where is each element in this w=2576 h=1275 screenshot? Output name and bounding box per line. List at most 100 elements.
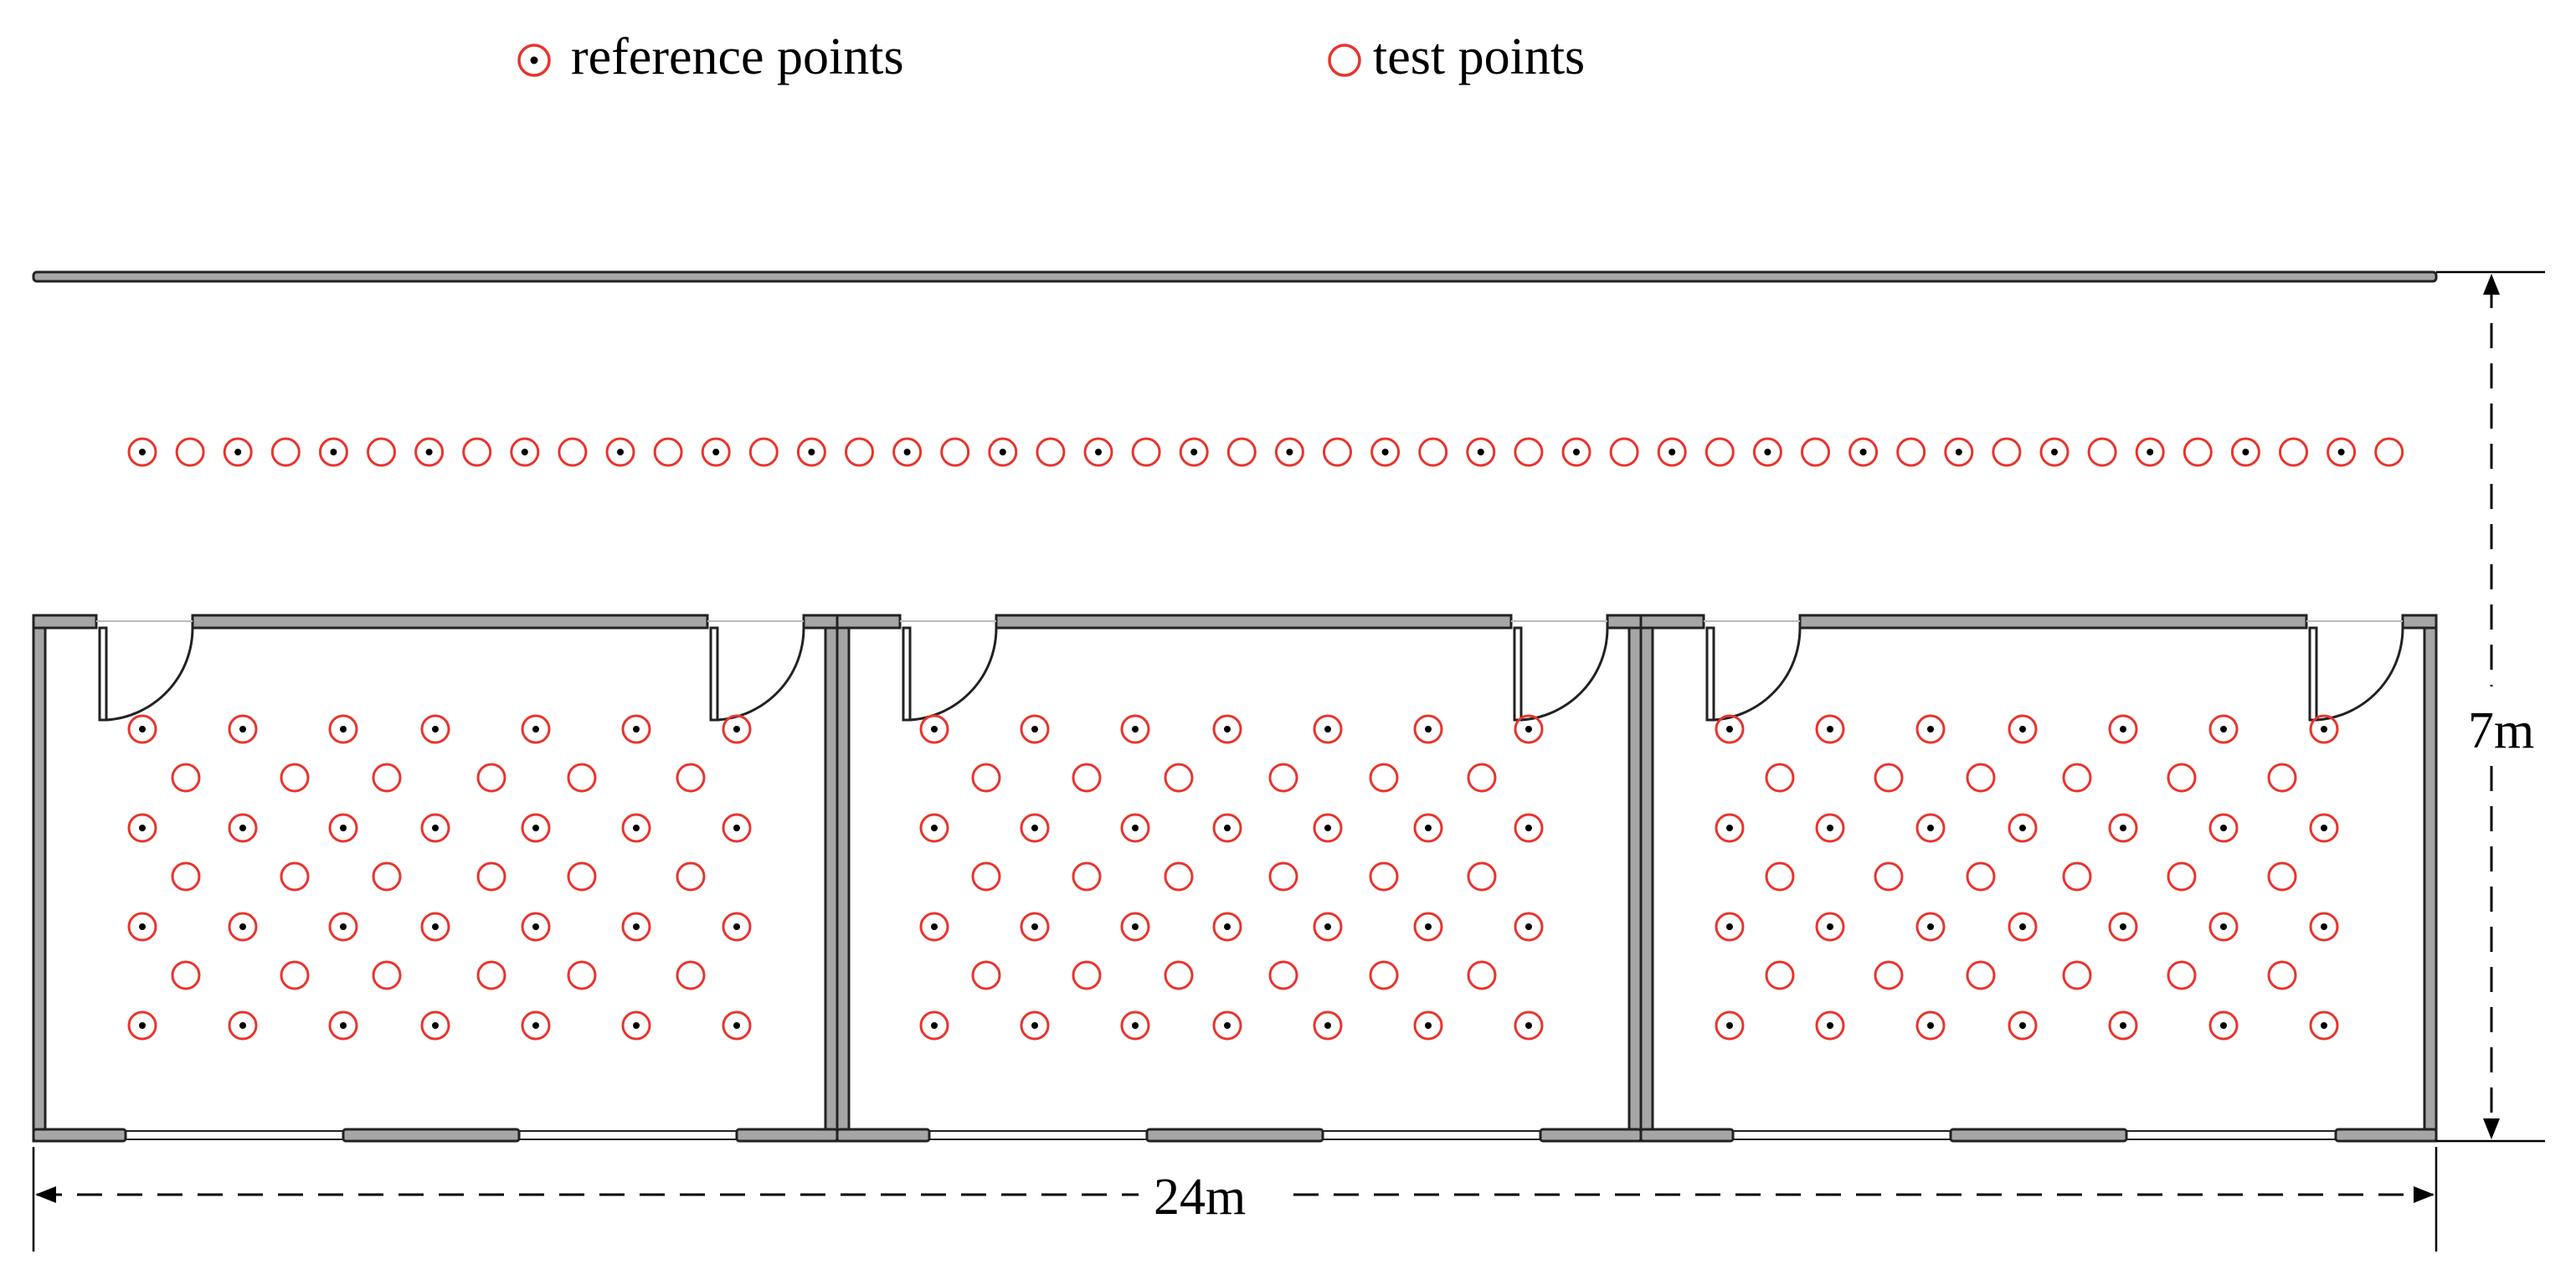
reference-point	[1020, 813, 1050, 843]
width-dimension: 24m	[32, 1147, 2438, 1252]
test-point	[1874, 763, 1904, 793]
test-point	[2062, 861, 2092, 892]
room-wall	[836, 614, 902, 630]
test-point	[462, 437, 492, 467]
test-point	[476, 960, 506, 990]
reference-point	[228, 1010, 258, 1041]
reference-point	[2008, 714, 2038, 744]
reference-point	[1212, 912, 1242, 942]
door	[1704, 620, 1802, 722]
test-point	[1268, 763, 1298, 793]
test-point	[940, 437, 970, 467]
reference-point	[2039, 437, 2070, 467]
room-wall	[32, 614, 47, 1143]
reference-point	[1413, 1010, 1443, 1041]
reference-point	[2208, 813, 2239, 843]
test-point	[1874, 960, 1904, 990]
test-point	[280, 861, 310, 892]
reference-point	[1915, 714, 1946, 744]
test-point	[1609, 437, 1639, 467]
room-wall	[1639, 614, 1705, 630]
room-wall	[1627, 614, 1643, 1143]
reference-point	[1120, 1010, 1150, 1041]
test-point	[1072, 960, 1102, 990]
legend: reference points test points	[517, 28, 1585, 85]
room-wall	[1606, 614, 1643, 630]
room-wall	[1639, 1128, 1735, 1143]
window	[126, 1130, 343, 1140]
reference-point	[127, 813, 157, 843]
reference-point	[1313, 714, 1343, 744]
room-wall	[836, 614, 851, 1143]
room-wall	[2423, 614, 2438, 1143]
door	[707, 620, 805, 722]
test-point	[676, 861, 706, 892]
window	[1323, 1130, 1540, 1140]
reference-point	[1915, 1010, 1946, 1041]
reference-point	[1848, 437, 1879, 467]
reference-point	[892, 437, 923, 467]
test-point	[845, 437, 874, 467]
reference-point	[796, 437, 826, 467]
reference-point	[722, 1010, 752, 1041]
reference-point	[420, 1010, 450, 1041]
test-point	[1966, 861, 1996, 892]
reference-point	[1413, 813, 1443, 843]
reference-point	[701, 437, 731, 467]
test-point	[2087, 437, 2117, 467]
test-point	[367, 437, 396, 467]
door	[96, 620, 194, 722]
reference-point	[521, 714, 551, 744]
reference-point	[1715, 813, 1745, 843]
test-point	[372, 861, 402, 892]
window	[519, 1130, 737, 1140]
reference-point	[2309, 714, 2339, 744]
test-point	[1467, 763, 1497, 793]
reference-point	[127, 912, 157, 942]
reference-point	[521, 912, 551, 942]
reference-point	[919, 813, 949, 843]
reference-point	[722, 714, 752, 744]
reference-point	[228, 813, 258, 843]
reference-point	[621, 912, 651, 942]
legend-test-icon	[1328, 44, 1361, 77]
reference-point	[328, 1010, 358, 1041]
reference-point	[919, 714, 949, 744]
reference-point	[1020, 1010, 1050, 1041]
reference-point	[1752, 437, 1782, 467]
test-point	[971, 763, 1001, 793]
reference-point	[328, 912, 358, 942]
room-wall	[342, 1128, 521, 1143]
test-point	[2062, 960, 2092, 990]
test-point	[372, 763, 402, 793]
reference-point	[1020, 912, 1050, 942]
test-point	[1369, 763, 1399, 793]
reference-point	[2008, 813, 2038, 843]
test-point	[1514, 437, 1544, 467]
reference-point	[414, 437, 445, 467]
reference-point	[2208, 1010, 2239, 1041]
test-point	[171, 861, 201, 892]
reference-point	[621, 1010, 651, 1041]
test-point	[175, 437, 205, 467]
height-dimension: 7m	[2436, 270, 2545, 1143]
reference-point	[1715, 912, 1745, 942]
room-wall	[32, 614, 98, 630]
reference-point	[2008, 1010, 2038, 1041]
test-point	[1992, 437, 2022, 467]
reference-point	[420, 912, 450, 942]
room-wall	[995, 614, 1513, 630]
reference-point	[1715, 714, 1745, 744]
room	[836, 614, 1643, 1143]
reference-point	[2108, 1010, 2138, 1041]
test-point	[1896, 437, 1926, 467]
reference-point	[2108, 714, 2138, 744]
reference-point	[605, 437, 635, 467]
reference-point	[2208, 912, 2239, 942]
test-point	[280, 960, 310, 990]
reference-point	[1815, 813, 1845, 843]
test-point	[2062, 763, 2092, 793]
room-wall	[735, 1128, 839, 1143]
reference-point	[1120, 714, 1150, 744]
